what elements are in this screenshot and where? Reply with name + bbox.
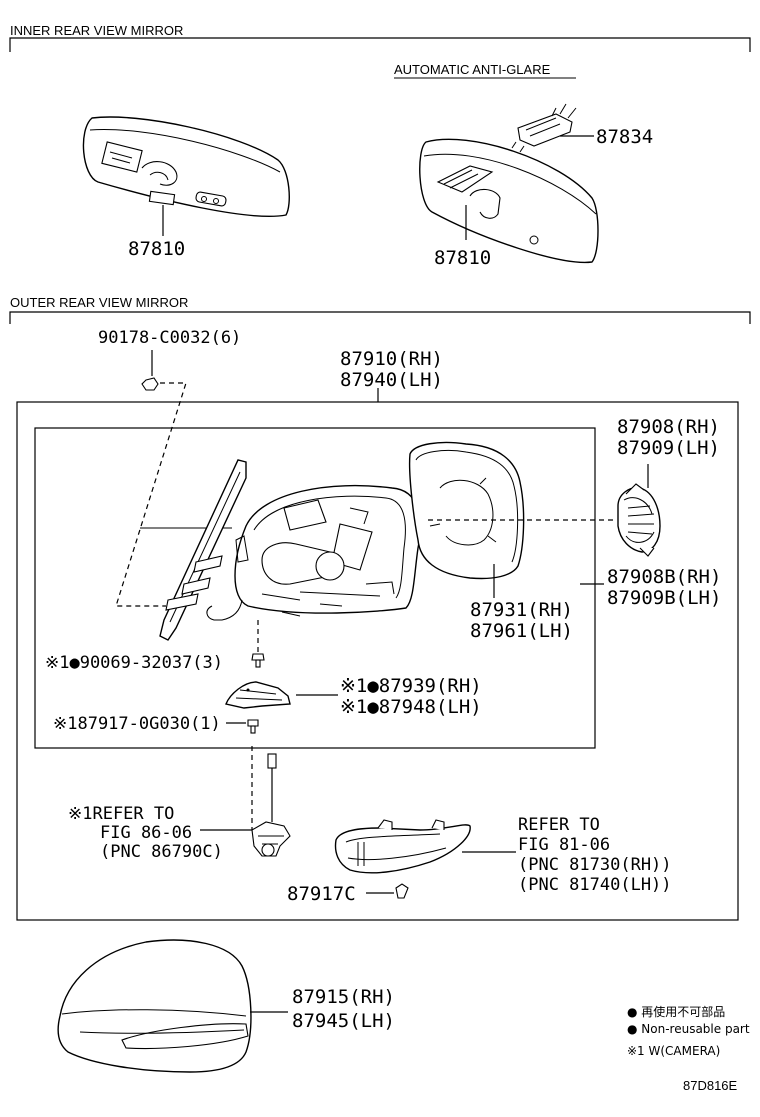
part-87810-antiglare: 87810 <box>434 247 491 269</box>
part-87948: ※1●87948(LH) <box>340 696 482 718</box>
part-87834: 87834 <box>596 126 653 148</box>
outer-mirror-body-drawing <box>159 459 422 641</box>
part-87917-0g030: ※187917-0G030(1) <box>53 714 221 734</box>
camera-ref-line-3: (PNC 86790C) <box>100 842 223 862</box>
part-87909: 87909(LH) <box>617 437 720 459</box>
screw-87917-0g030-drawing <box>247 719 259 734</box>
part-90178: 90178-C0032(6) <box>98 328 241 348</box>
part-87909b: 87909B(LH) <box>607 587 721 609</box>
anti-glare-label: AUTOMATIC ANTI-GLARE <box>394 62 551 77</box>
part-87961: 87961(LH) <box>470 620 573 642</box>
mirror-cover-drawing <box>57 939 252 1073</box>
mirror-motor-drawing <box>617 483 661 557</box>
part-90069: ※1●90069-32037(3) <box>45 653 223 673</box>
outer-section-title: OUTER REAR VIEW MIRROR <box>10 295 188 310</box>
legend-non-reusable-en: ● Non-reusable part <box>627 1022 750 1036</box>
part-87931: 87931(RH) <box>470 599 573 621</box>
part-87940: 87940(LH) <box>340 369 443 391</box>
subassembly-inner-box <box>34 427 596 749</box>
inner-mirror-standard-drawing <box>82 116 290 236</box>
legend-camera: ※1 W(CAMERA) <box>627 1044 720 1058</box>
figure-id: 87D816E <box>683 1078 738 1093</box>
part-87908b: 87908B(RH) <box>607 566 721 588</box>
part-87945: 87945(LH) <box>292 1010 395 1032</box>
part-87915: 87915(RH) <box>292 986 395 1008</box>
part-87939: ※1●87939(RH) <box>340 675 482 697</box>
screw-87917c-drawing <box>395 883 409 899</box>
dash-90178 <box>115 382 187 607</box>
camera-ref-line-1: ※1REFER TO <box>68 804 174 824</box>
cover-87939-drawing <box>225 681 291 709</box>
inner-mirror-antiglare-drawing <box>419 103 599 264</box>
turn-ref-line-4: (PNC 81740(LH)) <box>518 875 672 895</box>
inner-section-bracket <box>9 37 751 52</box>
screw-90069-drawing <box>251 653 265 668</box>
turn-ref-line-3: (PNC 81730(RH)) <box>518 855 672 875</box>
part-87910: 87910(RH) <box>340 348 443 370</box>
turn-signal-lamp-drawing <box>334 819 471 874</box>
mirror-glass-drawing <box>408 441 525 580</box>
turn-ref-line-1: REFER TO <box>518 815 600 835</box>
part-87810-standard: 87810 <box>128 238 185 260</box>
camera-drawing <box>251 753 291 857</box>
part-87908: 87908(RH) <box>617 416 720 438</box>
camera-ref-line-2: FIG 86-06 <box>100 823 192 843</box>
legend-non-reusable-jp: ● 再使用不可部品 <box>627 1004 725 1019</box>
outer-section-bracket <box>9 311 751 324</box>
turn-ref-line-2: FIG 81-06 <box>518 835 610 855</box>
part-87917c: 87917C <box>287 883 356 905</box>
screw-90178-drawing <box>141 377 159 391</box>
inner-section-title: INNER REAR VIEW MIRROR <box>10 23 183 38</box>
